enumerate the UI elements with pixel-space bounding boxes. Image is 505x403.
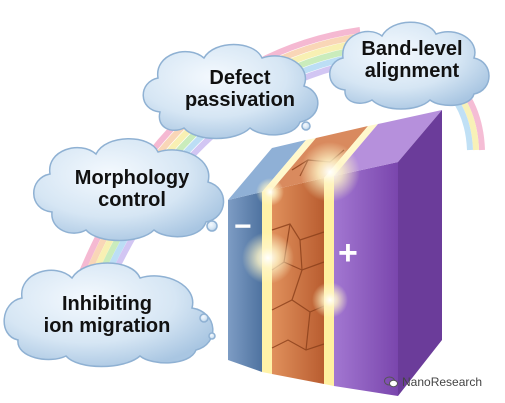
positive-sign: + xyxy=(338,234,358,272)
wechat-icon xyxy=(384,376,398,388)
label-line: ion migration xyxy=(43,315,171,338)
left-electrode-top xyxy=(228,140,306,200)
right-electrode-top xyxy=(334,110,442,176)
interface-layer-2 xyxy=(324,176,334,386)
label-line: passivation xyxy=(184,89,296,112)
label-line: Band-level xyxy=(361,38,463,60)
cloud-ion xyxy=(3,262,216,368)
negative-sign: − xyxy=(234,210,252,243)
label-line: alignment xyxy=(364,60,460,83)
label-band-level-alignment: Band-level alignment xyxy=(352,38,472,83)
label-inhibiting-ion-migration: Inhibiting ion migration xyxy=(22,293,192,338)
cloud-morphology xyxy=(33,138,225,242)
label-line: Inhibiting xyxy=(62,293,152,315)
right-electrode-front xyxy=(334,162,398,396)
label-line: Morphology xyxy=(74,167,190,189)
label-line: Defect xyxy=(209,67,271,89)
label-line: control xyxy=(98,189,166,212)
cloud-defect xyxy=(142,43,319,140)
label-defect-passivation: Defect passivation xyxy=(170,67,310,112)
label-morphology-control: Morphology control xyxy=(62,167,202,212)
watermark-text: NanoResearch xyxy=(402,375,483,389)
device-stack xyxy=(228,110,442,396)
watermark: NanoResearch xyxy=(384,375,482,389)
cloud-band-level xyxy=(329,21,490,110)
right-electrode-side xyxy=(398,110,442,396)
